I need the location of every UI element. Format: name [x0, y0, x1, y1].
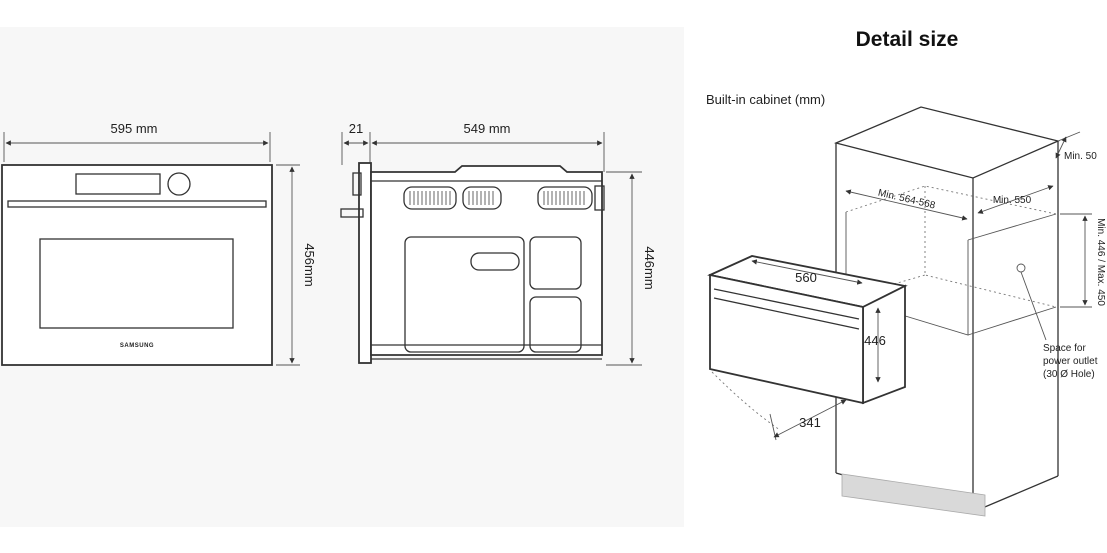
- side-panel-large: [404, 236, 525, 353]
- oven-front-face: [709, 273, 864, 405]
- cabinet-width-label: Min. 564-568: [877, 188, 937, 212]
- front-door-window: [39, 238, 234, 329]
- detail-subtitle: Built-in cabinet (mm): [706, 92, 825, 107]
- front-control-display: [75, 173, 161, 195]
- side-height-label: 446mm: [642, 246, 657, 289]
- door-depth-dimension-line: [773, 399, 847, 438]
- cabinet-width-dimension-line: [845, 189, 968, 221]
- oven-door-line-2: [713, 297, 860, 330]
- cabinet-bottom-side: [972, 475, 1059, 513]
- power-outlet-leader: [1020, 271, 1047, 341]
- cabinet-height-label: Min. 446 / Max. 450: [1095, 218, 1106, 306]
- detail-title: Detail size: [856, 28, 959, 51]
- min50-label: Min. 50: [1064, 151, 1097, 162]
- oven-height-label: 446: [864, 333, 886, 348]
- cabinet-depth-label: Min. 550: [993, 195, 1032, 206]
- side-vent-1: [403, 186, 457, 210]
- side-vent-2: [462, 186, 502, 210]
- min50-ext: [1057, 131, 1081, 142]
- side-control-bump: [352, 172, 362, 196]
- front-height-label: 456mm: [302, 243, 317, 286]
- side-panel-small-top: [529, 236, 582, 290]
- side-rear-bracket: [594, 185, 605, 211]
- side-door-handle: [340, 208, 364, 218]
- niche-side-bottom: [967, 306, 1057, 336]
- oven-width-dimension-line: [751, 259, 863, 285]
- oven-width-label: 560: [795, 270, 817, 285]
- cabinet-plinth: [841, 473, 986, 517]
- side-panel-handle-slot: [470, 252, 520, 271]
- power-note-line-3: (30 Ø Hole): [1043, 369, 1095, 380]
- front-oven-body: [1, 164, 273, 366]
- door-depth-label: 341: [799, 415, 821, 430]
- niche-side-top: [967, 213, 1057, 241]
- front-door-top-edge: [7, 200, 267, 208]
- front-brand-logo: SAMSUNG: [120, 343, 154, 349]
- min50-dimension-line: [1055, 136, 1067, 159]
- front-control-knob: [167, 172, 191, 196]
- door-swing-arc: [711, 371, 781, 431]
- power-note-line-1: Space for: [1043, 343, 1086, 354]
- niche-back-edge: [924, 186, 1057, 308]
- front-width-label: 595 mm: [111, 121, 158, 136]
- side-vent-3: [537, 186, 593, 210]
- front-view: 595 mm SAMSUNG 456mm: [1, 121, 317, 366]
- power-outlet-hole: [1016, 263, 1026, 273]
- side-vent-slats: [409, 191, 585, 205]
- cabinet-top: [833, 106, 1061, 179]
- cabinet: [833, 106, 1061, 517]
- oven-door-line-1: [713, 288, 860, 320]
- side-offset-label: 21: [349, 121, 363, 136]
- side-panel-small-bottom: [529, 296, 582, 353]
- side-depth-label: 549 mm: [464, 121, 511, 136]
- niche-outline: [845, 212, 969, 336]
- side-oven-body: [370, 165, 603, 356]
- cabinet-depth-dimension-line: [977, 185, 1054, 214]
- detail-size: Detail size Built-in cabinet (mm): [706, 28, 1106, 517]
- side-view: 21 549 mm: [340, 121, 657, 366]
- power-note-line-2: power outlet: [1043, 356, 1098, 367]
